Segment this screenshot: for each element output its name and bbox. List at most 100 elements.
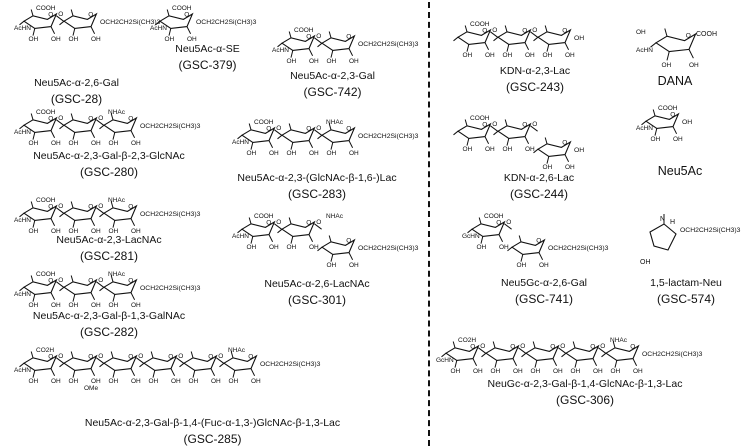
carboxyl-label: COOH — [470, 115, 490, 122]
compound-code-gsc-306: (GSC-306) — [555, 393, 614, 407]
glycosidic-oxygen-label: O — [492, 121, 497, 128]
hydroxyl-label: OH — [689, 62, 699, 69]
hydroxyl-label: OH — [91, 302, 101, 309]
ring-oxygen-label: O — [128, 354, 133, 361]
hydroxyl-label: OH — [349, 58, 359, 65]
compound-name-gsc-379: Neu5Ac-α-SE — [175, 43, 240, 55]
hydroxyl-label: OH — [543, 164, 553, 171]
hydroxyl-label: OH — [229, 378, 239, 385]
ring-oxygen-label: O — [482, 122, 487, 129]
glycosidic-oxygen-label: O — [178, 353, 183, 360]
linker-label: OCH2CH2Si(CH3)3 — [358, 133, 419, 140]
hydroxyl-label: OH — [503, 52, 513, 59]
linker-label: OCH2CH2Si(CH3)3 — [358, 245, 419, 252]
ring-oxygen-label: O — [88, 204, 93, 211]
acetamido-label: AcHN — [272, 47, 289, 54]
hydroxyl-label: OH — [51, 378, 61, 385]
ring-oxygen-label: O — [128, 116, 133, 123]
linker-label: OCH2CH2Si(CH3)3 — [196, 19, 257, 26]
hydroxyl-label: OH — [211, 378, 221, 385]
hydroxyl-label: OH — [309, 58, 319, 65]
compound-name-gsc-283: Neu5Ac-α-2,3-(GlcNAc-β-1,6-)Lac — [237, 172, 397, 184]
hydroxyl-label: OH — [91, 378, 101, 385]
hydroxyl-label: OH — [29, 378, 39, 385]
hydroxyl-label: OH — [91, 228, 101, 235]
hydroxyl-label: OH — [287, 58, 297, 65]
hydroxyl-label: OH — [171, 378, 181, 385]
ring-oxygen-label: O — [482, 28, 487, 35]
hydroxyl-label: OH — [574, 35, 584, 42]
hydroxyl-label: OH — [651, 136, 661, 143]
compound-name-gsc-282: Neu5Ac-α-2,3-Gal-β-1,3-GalNAc — [32, 310, 186, 322]
hydroxyl-label: OH — [165, 36, 175, 43]
hydroxyl-label: OH — [187, 36, 197, 43]
acetamide-label: NHAc — [108, 197, 126, 204]
hydroxyl-label: OH — [517, 262, 527, 269]
glycosidic-oxygen-label: O — [98, 353, 103, 360]
linker-label: OCH2CH2Si(CH3)3 — [140, 285, 201, 292]
compound-name-gsc-28: Neu5Ac-α-2,6-Gal — [34, 77, 119, 89]
compound-code-gsc-243: (GSC-243) — [505, 80, 564, 94]
acetamido-label: AcHN — [14, 129, 31, 136]
carboxyl-label: COOH — [294, 27, 314, 34]
hydroxyl-label: OH — [29, 36, 39, 43]
ring-oxygen-label: O — [670, 112, 675, 119]
acetamide-label: NHAc — [610, 337, 628, 344]
hydroxyl-label: OH — [513, 368, 523, 375]
hydroxyl-label: OH — [149, 378, 159, 385]
compound-code-gsc-282: (GSC-282) — [79, 325, 138, 339]
hydroxyl-label: OH — [525, 52, 535, 59]
ring-oxygen-label: O — [346, 34, 351, 41]
carboxyl-label: COOH — [36, 5, 56, 12]
hydroxyl-label: OH — [29, 228, 39, 235]
ring-oxygen-label: O — [630, 344, 635, 351]
hydroxyl-label: OH — [131, 378, 141, 385]
hydroxyl-label: OH — [269, 150, 279, 157]
ring-oxygen-label: O — [522, 122, 527, 129]
carboxyl-label: COOH — [470, 21, 490, 28]
carboxyl-label: COOH — [36, 197, 56, 204]
carboxyl-label: COOH — [658, 105, 678, 112]
compound-name-gsc-243: KDN-α-2,3-Lac — [499, 65, 571, 77]
ring-oxygen-label: O — [306, 34, 311, 41]
hydroxyl-label: OH — [503, 146, 513, 153]
ring-oxygen-label: O — [208, 354, 213, 361]
hydroxyl-label: OH — [109, 228, 119, 235]
compound-code-gsc-281: (GSC-281) — [79, 249, 138, 263]
ring-oxygen-label: O — [306, 220, 311, 227]
acetamido-label: AcHN — [232, 139, 249, 146]
ring-oxygen-label: O — [346, 238, 351, 245]
compound-name-gsc-301: Neu5Ac-α-2,6-LacNAc — [264, 278, 370, 290]
hydroxyl-label: OH — [29, 140, 39, 147]
compound-code-gsc-285: (GSC-285) — [183, 432, 242, 446]
gal-ring: O OH OH — [139, 351, 181, 385]
glycosidic-oxygen-label: O — [532, 121, 537, 128]
ring-oxygen-label: O — [184, 12, 189, 19]
compound-code-gsc-379: (GSC-379) — [178, 58, 237, 72]
glycosidic-oxygen-label: O — [58, 115, 63, 122]
